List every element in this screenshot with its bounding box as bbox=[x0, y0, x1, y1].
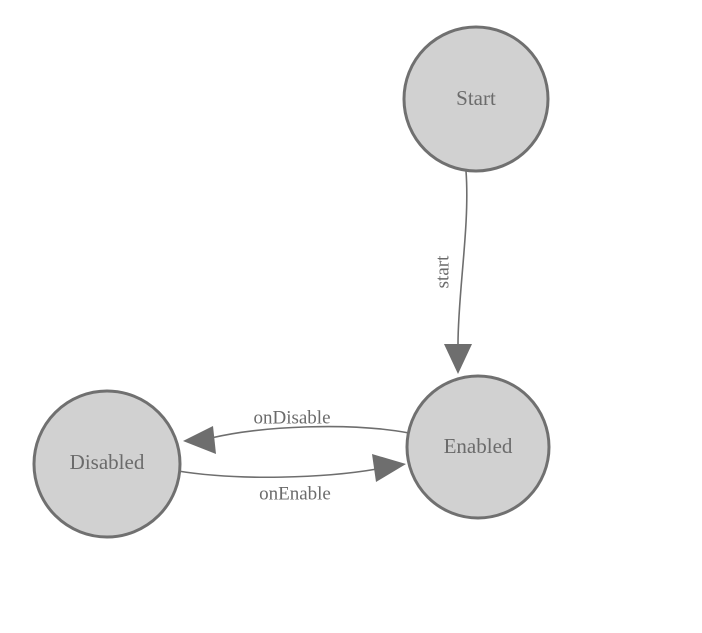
edge-start-to-enabled[interactable]: start bbox=[432, 170, 472, 374]
edge-onenable-arrowhead bbox=[372, 454, 406, 482]
state-node-disabled-label: Disabled bbox=[70, 450, 145, 474]
edge-start-line bbox=[457, 170, 468, 345]
edge-start-label: start bbox=[432, 255, 453, 288]
state-node-start-label: Start bbox=[456, 86, 496, 110]
edge-onenable-line bbox=[177, 468, 378, 479]
state-node-enabled-circle bbox=[405, 374, 551, 520]
edge-ondisable-line bbox=[210, 425, 410, 439]
state-node-start-circle bbox=[402, 25, 550, 173]
edge-ondisable-label: onDisable bbox=[253, 407, 330, 428]
state-node-enabled-label: Enabled bbox=[444, 434, 513, 458]
state-node-start[interactable]: Start bbox=[402, 25, 550, 173]
edge-start-arrowhead bbox=[444, 344, 472, 374]
state-node-disabled-circle bbox=[32, 389, 182, 539]
edge-disabled-to-enabled[interactable]: onEnable bbox=[177, 454, 406, 504]
state-node-enabled[interactable]: Enabled bbox=[405, 374, 551, 520]
edge-ondisable-arrowhead bbox=[183, 426, 216, 454]
state-node-disabled[interactable]: Disabled bbox=[32, 389, 182, 539]
edge-onenable-label: onEnable bbox=[259, 483, 331, 504]
edge-enabled-to-disabled[interactable]: onDisable bbox=[183, 407, 410, 454]
